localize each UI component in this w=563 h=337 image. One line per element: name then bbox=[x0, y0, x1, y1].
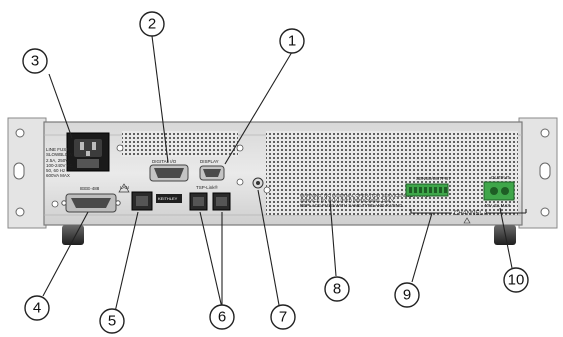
vent-grille-upper bbox=[122, 131, 238, 157]
svg-text:SENSE/OUTPUT: SENSE/OUTPUT bbox=[416, 176, 451, 181]
warning-label: WARNING: NO INTERNAL OPERATOR SERVICEABL… bbox=[300, 193, 430, 208]
svg-text:IEEE-488: IEEE-488 bbox=[80, 186, 100, 191]
svg-text:CHANNEL A: CHANNEL A bbox=[454, 211, 488, 217]
svg-text:REPLACE FUSE WITH SAME TYPE AN: REPLACE FUSE WITH SAME TYPE AND RATING. bbox=[300, 203, 404, 208]
svg-text:600VA MAX: 600VA MAX bbox=[46, 173, 70, 178]
tsp-link-ports: TSP-Link® bbox=[189, 184, 231, 211]
svg-text:3: 3 bbox=[31, 53, 39, 70]
svg-text:8: 8 bbox=[333, 281, 341, 298]
svg-text:5: 5 bbox=[108, 313, 116, 330]
ieee-488-connector: IEEE-488 bbox=[61, 186, 121, 213]
callout-3: 3 bbox=[22, 48, 48, 74]
svg-text:2.5A, 250V: 2.5A, 250V bbox=[46, 158, 68, 163]
svg-text:10: 10 bbox=[508, 272, 525, 289]
rack-ear-left bbox=[7, 117, 47, 229]
svg-text:WARNING: NO INTERNAL OPERATOR: WARNING: NO INTERNAL OPERATOR SERVICEABL… bbox=[300, 193, 430, 198]
callout-1: 1 bbox=[279, 28, 305, 54]
chassis-ground-screw bbox=[252, 177, 264, 189]
rack-ear-right bbox=[518, 117, 558, 229]
svg-text:1: 1 bbox=[288, 33, 296, 50]
digital-io-connector: DIGITAL I/O bbox=[149, 159, 189, 182]
svg-text:4: 4 bbox=[33, 300, 41, 317]
svg-text:OUTPUT: OUTPUT bbox=[491, 175, 510, 180]
callout-5: 5 bbox=[99, 308, 125, 334]
svg-text:50, 60 Hz: 50, 60 Hz bbox=[46, 168, 66, 173]
lan-port: LAN bbox=[118, 183, 153, 211]
svg-text:9: 9 bbox=[403, 287, 411, 304]
svg-text:SERVICE BY QUALIFIED PERSONNEL: SERVICE BY QUALIFIED PERSONNEL ONLY. bbox=[300, 198, 395, 203]
power-line-input bbox=[66, 132, 110, 172]
vent-grille-main bbox=[266, 131, 518, 215]
callout-7: 7 bbox=[270, 304, 296, 330]
callout-2: 2 bbox=[139, 11, 165, 37]
svg-text:6: 6 bbox=[218, 309, 226, 326]
svg-text:SLOWBLOW: SLOWBLOW bbox=[46, 152, 73, 157]
callout-4: 4 bbox=[24, 295, 50, 321]
svg-text:TSP-Link®: TSP-Link® bbox=[196, 184, 219, 190]
svg-text:LINE FUSE: LINE FUSE bbox=[46, 147, 69, 152]
svg-text:DIGITAL I/O: DIGITAL I/O bbox=[152, 159, 177, 164]
foot-left bbox=[62, 225, 84, 245]
svg-text:LAN: LAN bbox=[120, 185, 129, 190]
panel-screws bbox=[51, 144, 271, 208]
callout-9: 9 bbox=[394, 282, 420, 308]
callout-10: 10 bbox=[503, 267, 529, 293]
keithley-badge: KEITHLEY bbox=[156, 194, 182, 203]
output-terminal: OUTPUT 40V, 3A MAX bbox=[483, 175, 515, 208]
svg-text:100-240V AC: 100-240V AC bbox=[46, 163, 74, 168]
svg-text:7: 7 bbox=[279, 309, 287, 326]
sense-output-terminal-block: SENSE/OUTPUT bbox=[405, 176, 451, 197]
line-fuse-label-block: LINE FUSE SLOWBLOW 2.5A, 250V 100-240V A… bbox=[46, 147, 74, 178]
svg-text:40V, 3A MAX: 40V, 3A MAX bbox=[484, 203, 510, 208]
svg-text:2: 2 bbox=[148, 16, 156, 33]
svg-text:KEITHLEY: KEITHLEY bbox=[158, 196, 178, 201]
leader-lines bbox=[42, 35, 513, 313]
display-connector: DISPLAY bbox=[199, 159, 225, 181]
callout-8: 8 bbox=[324, 276, 350, 302]
callout-6: 6 bbox=[209, 304, 235, 330]
svg-text:DISPLAY: DISPLAY bbox=[200, 159, 219, 164]
